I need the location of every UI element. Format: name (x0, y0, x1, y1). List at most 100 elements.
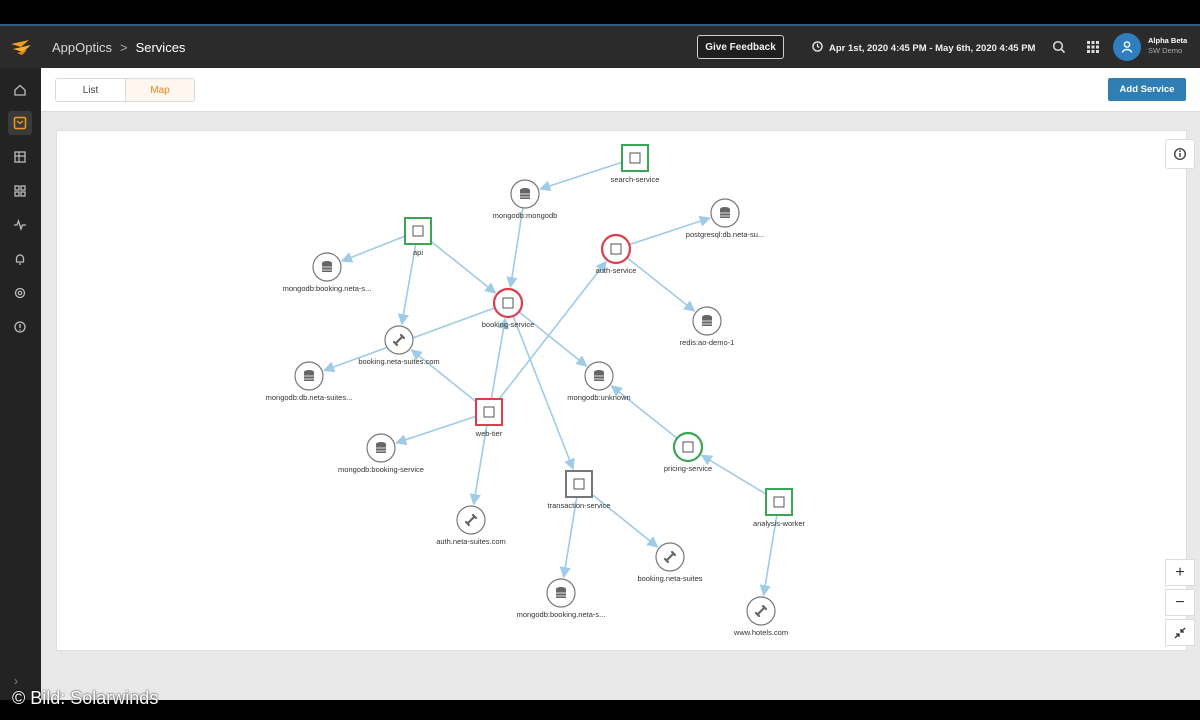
database-icon (594, 370, 604, 381)
top-black-stripe (0, 0, 1200, 24)
node-label-authneta: auth.neta-suites.com (436, 537, 506, 546)
edge-webtier-to-booking (490, 317, 510, 399)
tab-map[interactable]: Map (125, 79, 194, 101)
service-icon (483, 406, 495, 418)
map-node-mongodbneta[interactable]: mongodb:db.neta-suites... (266, 361, 353, 402)
database-icon (556, 587, 566, 598)
service-icon (502, 297, 514, 309)
breadcrumb-app[interactable]: AppOptics (52, 39, 112, 55)
page-title: Services (135, 39, 186, 55)
sidebar: › (0, 68, 41, 700)
map-node-mongomongo[interactable]: mongodb:mongodb (493, 179, 558, 220)
search-icon[interactable] (1049, 37, 1069, 57)
app-grid-icon[interactable] (1083, 37, 1103, 57)
map-node-redis[interactable]: redis:ao-demo-1 (680, 306, 735, 347)
edge-webtier-to-bookingcom (410, 349, 479, 404)
database-icon (702, 315, 712, 326)
collapse-arrows-icon (1174, 627, 1186, 638)
sidebar-expand-chevron-icon[interactable]: › (14, 674, 18, 688)
service-map-canvas[interactable]: search-service mongodb:mongodb postgresql:… (56, 130, 1195, 651)
map-info-button[interactable] (1165, 139, 1195, 169)
fit-to-screen-button[interactable] (1165, 619, 1195, 646)
map-node-pricing[interactable]: pricing-service (664, 431, 712, 473)
edge-transaction-to-mongobooking2 (559, 497, 578, 579)
pulse-icon[interactable] (8, 213, 32, 237)
map-node-authneta[interactable]: auth.neta-suites.com (436, 505, 506, 546)
zoom-out-button[interactable]: − (1165, 589, 1195, 616)
map-node-api[interactable]: api (404, 217, 432, 257)
map-node-mongobooking1[interactable]: mongodb:booking.neta-s... (283, 252, 372, 293)
map-node-mongobookingsvc[interactable]: mongodb:booking-service (338, 433, 424, 474)
database-icon (304, 370, 314, 381)
clock-icon (812, 41, 823, 55)
node-label-mongobookingsvc: mongodb:booking-service (338, 465, 424, 474)
user-avatar[interactable] (1113, 33, 1141, 61)
zoom-in-button[interactable]: + (1165, 559, 1195, 586)
edge-analysis-to-hotels (759, 515, 778, 597)
tab-list[interactable]: List (56, 79, 125, 101)
edge-search-to-mongomongo (539, 161, 622, 192)
node-label-mongobooking1: mongodb:booking.neta-s... (283, 284, 372, 293)
link-icon (392, 333, 406, 347)
map-node-analysis[interactable]: analysis-worker (753, 488, 806, 528)
give-feedback-button[interactable]: Give Feedback (697, 35, 784, 59)
map-node-postgres[interactable]: postgresql:db.neta-su... (686, 198, 764, 239)
map-node-bookingcom[interactable]: booking.neta-suites.com (358, 325, 440, 366)
user-menu[interactable]: Alpha Beta SW Demo (1148, 36, 1187, 56)
edge-auth-to-postgres (629, 215, 711, 246)
nodes-layer: search-service mongodb:mongodb postgresql:… (266, 144, 806, 637)
breadcrumb: AppOptics > Services (52, 40, 185, 55)
map-node-hotels[interactable]: www.hotels.com (733, 596, 788, 637)
map-node-search[interactable]: search-service (611, 144, 660, 184)
node-label-auth: auth-service (596, 266, 637, 275)
add-service-button[interactable]: Add Service (1108, 78, 1186, 101)
user-org: SW Demo (1148, 46, 1183, 55)
edges-layer (322, 161, 778, 597)
date-range-text: Apr 1st, 2020 4:45 PM - May 6th, 2020 4:… (829, 42, 1036, 54)
edge-api-to-bookingcom (397, 244, 417, 326)
map-node-transaction[interactable]: transaction-service (548, 470, 611, 510)
home-icon[interactable] (8, 78, 32, 102)
map-node-mongobooking2[interactable]: mongodb:booking.neta-s... (517, 578, 606, 619)
view-tabs: List Map (55, 78, 195, 102)
node-label-hotels: www.hotels.com (733, 628, 788, 637)
database-icon (322, 261, 332, 272)
dashboards-icon[interactable] (8, 179, 32, 203)
map-node-auth[interactable]: auth-service (596, 233, 637, 275)
date-range-picker[interactable]: Apr 1st, 2020 4:45 PM - May 6th, 2020 4:… (812, 38, 1035, 58)
edge-webtier-to-auth (496, 260, 607, 402)
map-node-bookingneta[interactable]: booking.neta-suites (637, 542, 703, 583)
map-node-webtier[interactable]: web-tier (475, 398, 503, 438)
node-label-analysis: analysis-worker (753, 519, 806, 528)
grid-icon[interactable] (8, 145, 32, 169)
service-icon (773, 496, 785, 508)
user-icon (1121, 41, 1133, 53)
service-icon (573, 478, 585, 490)
help-icon[interactable] (8, 315, 32, 339)
node-label-pricing: pricing-service (664, 464, 712, 473)
services-icon[interactable] (8, 111, 32, 135)
bell-icon[interactable] (8, 247, 32, 271)
link-icon (464, 513, 478, 527)
database-icon (520, 188, 530, 199)
link-icon (754, 604, 768, 618)
edge-pricing-to-mongounknown (610, 385, 678, 439)
service-map-graph: search-service mongodb:mongodb postgresql:… (266, 144, 806, 637)
service-icon (682, 441, 694, 453)
service-icon (412, 225, 424, 237)
edge-transaction-to-bookingneta (589, 492, 659, 548)
settings-icon[interactable] (8, 281, 32, 305)
node-label-webtier: web-tier (475, 429, 503, 438)
edge-webtier-to-authneta (469, 425, 488, 506)
solarwinds-logo-icon[interactable] (0, 26, 42, 68)
node-label-transaction: transaction-service (548, 501, 611, 510)
map-node-mongounknown[interactable]: mongodb:unknown (567, 361, 631, 402)
edge-analysis-to-pricing (700, 454, 768, 496)
user-name: Alpha Beta (1148, 36, 1188, 45)
node-label-redis: redis:ao-demo-1 (680, 338, 735, 347)
edge-booking-to-mongounknown (518, 311, 588, 367)
map-node-booking[interactable]: booking-service (482, 287, 535, 329)
node-label-mongodbneta: mongodb:db.neta-suites... (266, 393, 353, 402)
node-label-booking: booking-service (482, 320, 535, 329)
service-icon (610, 243, 622, 255)
